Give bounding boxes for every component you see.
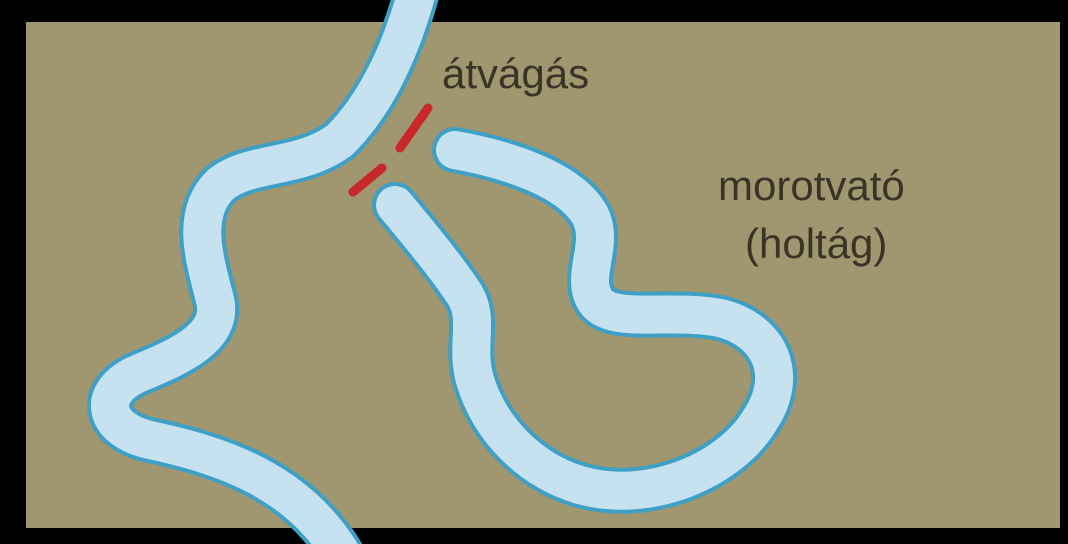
cutoff-label: átvágás: [442, 50, 589, 97]
oxbow-label-line1: morotvató: [718, 162, 905, 209]
oxbow-label-line2: (holtág): [745, 220, 887, 267]
